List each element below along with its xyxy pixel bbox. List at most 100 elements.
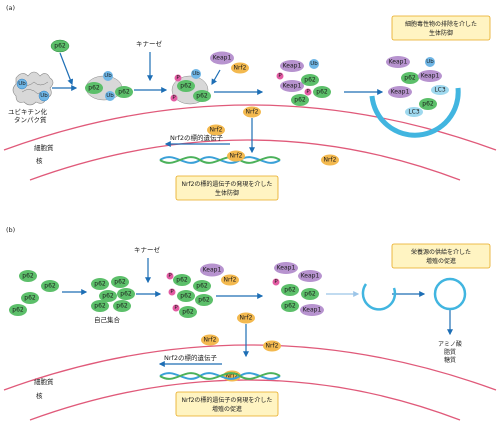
svg-text:Nrf2: Nrf2 [210, 127, 223, 134]
svg-text:Ub: Ub [18, 81, 26, 87]
svg-text:Nrf2の標的遺伝子の発現を介した: Nrf2の標的遺伝子の発現を介した [182, 180, 273, 188]
svg-text:p62: p62 [176, 277, 188, 284]
nrf2-free-b: Nrf2 [237, 312, 255, 324]
svg-text:P: P [176, 75, 180, 81]
svg-text:p62: p62 [94, 303, 106, 310]
svg-text:p62: p62 [198, 297, 210, 304]
svg-text:Ub: Ub [106, 93, 114, 99]
nutrients-amino-acid: アミノ酸 [438, 340, 462, 348]
nutrient-box-b: 栄養源の供給を介した 増殖の促進 [391, 243, 491, 269]
svg-text:Keap1: Keap1 [203, 267, 222, 274]
p62-free-b-3: p62 [9, 304, 27, 316]
nrf2-nuc-a: Nrf2 [321, 154, 339, 166]
svg-text:Nrf2: Nrf2 [324, 157, 337, 164]
svg-text:p62: p62 [116, 303, 128, 310]
isolation-membrane-icon [361, 283, 397, 311]
svg-text:p62: p62 [294, 97, 306, 104]
svg-text:生体防御: 生体防御 [429, 29, 453, 37]
self-assembly-label: 自己集合 [94, 315, 121, 324]
p62-free-b-1: p62 [41, 280, 59, 292]
svg-text:Nrf2: Nrf2 [204, 337, 217, 344]
svg-text:P: P [170, 289, 174, 295]
svg-text:Keap1: Keap1 [389, 59, 408, 66]
nucleus-label-b: 核 [36, 391, 43, 400]
svg-text:Nrf2: Nrf2 [226, 373, 239, 380]
svg-text:Nrf2: Nrf2 [266, 343, 279, 350]
svg-text:Ub: Ub [104, 73, 112, 79]
nrf2-cyto-b: Nrf2 [201, 334, 219, 346]
svg-text:P: P [306, 89, 310, 95]
svg-text:p62: p62 [88, 85, 100, 92]
dna-helix-icon-a [159, 156, 281, 164]
p62-ub-complex-a1: p62 p62 Ub Ub [85, 71, 133, 101]
nuclear-membrane-b-1 [3, 344, 497, 391]
svg-text:Nrf2: Nrf2 [240, 315, 253, 322]
nrf2-nuc-b-1: Nrf2 [263, 340, 281, 352]
kinase-label-b: キナーゼ [134, 245, 161, 254]
svg-text:Keap1: Keap1 [283, 83, 302, 90]
ubiquitinated-protein-label-2: タンパク質 [14, 115, 47, 124]
svg-text:Keap1: Keap1 [301, 273, 320, 280]
svg-text:p62: p62 [316, 89, 328, 96]
nrf2-free-a: Nrf2 [243, 106, 261, 118]
svg-text:Nrf2: Nrf2 [224, 277, 237, 284]
svg-text:p62: p62 [102, 293, 114, 300]
defense-box-a: Nrf2の標的遺伝子の発現を介した 生体防御 [175, 175, 279, 201]
phospho-p62-complex-a: P P p62 p62 Ub [170, 69, 211, 105]
svg-text:p62: p62 [284, 287, 296, 294]
nutrients-lipid: 脂質 [444, 348, 456, 356]
growth-box-b: Nrf2の標的遺伝子の発現を介した 増殖の促進 [175, 391, 279, 417]
svg-text:P: P [172, 95, 176, 101]
svg-text:Keap1: Keap1 [213, 55, 232, 62]
svg-text:細胞毒性物の排除を介した: 細胞毒性物の排除を介した [405, 20, 477, 28]
svg-text:P: P [168, 273, 172, 279]
svg-text:p62: p62 [114, 279, 126, 286]
svg-text:Keap1: Keap1 [283, 63, 302, 70]
svg-text:Ub: Ub [40, 93, 48, 99]
svg-text:p62: p62 [304, 291, 316, 298]
p62-free-b-0: p62 [19, 270, 37, 282]
svg-text:p62: p62 [94, 281, 106, 288]
target-gene-label-b: Nrf2の標的遺伝子 [164, 353, 217, 362]
svg-text:Nrf2の標的遺伝子の発現を介した: Nrf2の標的遺伝子の発現を介した [182, 396, 273, 404]
keap1-a: Keap1 [210, 51, 234, 65]
p62-self-assembly-b: p62 p62 p62 p62 p62 p62 [91, 276, 135, 312]
autophagy-defense-box-a: 細胞毒性物の排除を介した 生体防御 [391, 15, 491, 41]
nuclear-membrane-a-2 [29, 139, 461, 181]
ubiquitinated-protein-label-1: ユビキチン化 [8, 107, 48, 116]
svg-text:Keap1: Keap1 [391, 89, 410, 96]
svg-text:Nrf2: Nrf2 [230, 153, 243, 160]
svg-text:p62: p62 [12, 307, 24, 314]
arrow-keap1-a [211, 69, 221, 86]
nutrients-carbohydrate: 糖質 [444, 356, 456, 364]
svg-text:Ub: Ub [426, 59, 434, 65]
arrow-a-1 [59, 52, 74, 86]
svg-text:p62: p62 [54, 43, 66, 50]
svg-text:Nrf2: Nrf2 [234, 65, 247, 72]
svg-text:p62: p62 [196, 93, 208, 100]
svg-text:LC3: LC3 [434, 87, 446, 94]
svg-text:p62: p62 [44, 283, 56, 290]
autophagosome-icon-b [433, 277, 467, 311]
panel-b-label: (b) [6, 226, 15, 234]
nuclear-membrane-b-2 [29, 379, 461, 421]
nrf2-bound-b: Nrf2 [221, 274, 239, 286]
svg-text:増殖の促進: 増殖の促進 [212, 405, 242, 413]
p62-free-b-2: p62 [21, 292, 39, 304]
svg-text:p62: p62 [180, 83, 192, 90]
svg-text:Ub: Ub [310, 61, 318, 67]
svg-text:Keap1: Keap1 [421, 73, 440, 80]
svg-text:p62: p62 [196, 283, 208, 290]
panel-a-label: (a) [6, 4, 15, 12]
svg-text:栄養源の供給を介した: 栄養源の供給を介した [411, 248, 471, 256]
phospho-p62-cluster-b: p62 p62 p62 p62 p62 P P P [166, 272, 213, 318]
cytoplasm-label-b: 細胞質 [34, 377, 54, 386]
p62-free-a: p62 [50, 39, 70, 53]
ub-a-0: Ub [16, 78, 28, 90]
nucleus-label-a: 核 [36, 156, 43, 165]
svg-text:p62: p62 [182, 309, 194, 316]
svg-text:生体防御: 生体防御 [215, 189, 239, 197]
svg-text:p62: p62 [304, 77, 316, 84]
target-gene-label-a: Nrf2の標的遺伝子 [170, 133, 223, 142]
svg-text:P: P [278, 73, 282, 79]
